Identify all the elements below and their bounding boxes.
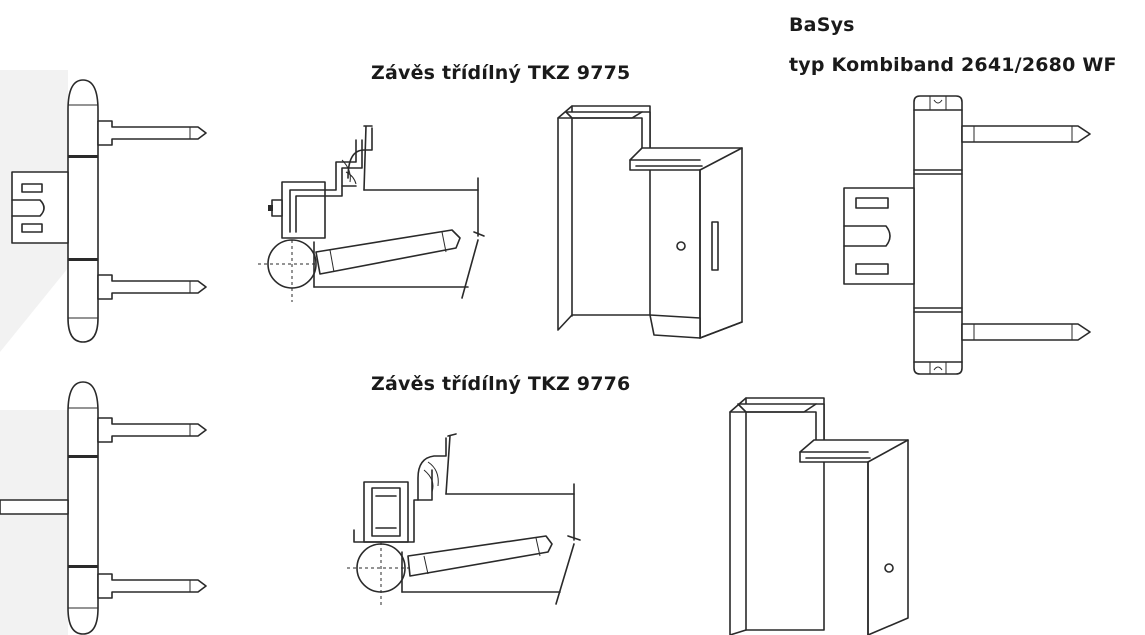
heading-tkz-9776: Závěs třídílný TKZ 9776 [371, 373, 631, 395]
basys-kombiband-hinge [843, 95, 1091, 375]
hinge-side-view-bottom [0, 381, 207, 635]
section-drawing-9775 [258, 125, 485, 302]
heading-tkz-9775: Závěs třídílný TKZ 9775 [371, 62, 631, 84]
frame-profile-3d-bottom [729, 397, 909, 635]
heading-basys-brand: BaSys [789, 14, 855, 36]
frame-profile-3d-top [557, 105, 743, 339]
heading-basys-type: typ Kombiband 2641/2680 WF [789, 54, 1117, 76]
section-drawing-9776 [347, 433, 581, 608]
hinge-side-view-top [11, 79, 207, 343]
